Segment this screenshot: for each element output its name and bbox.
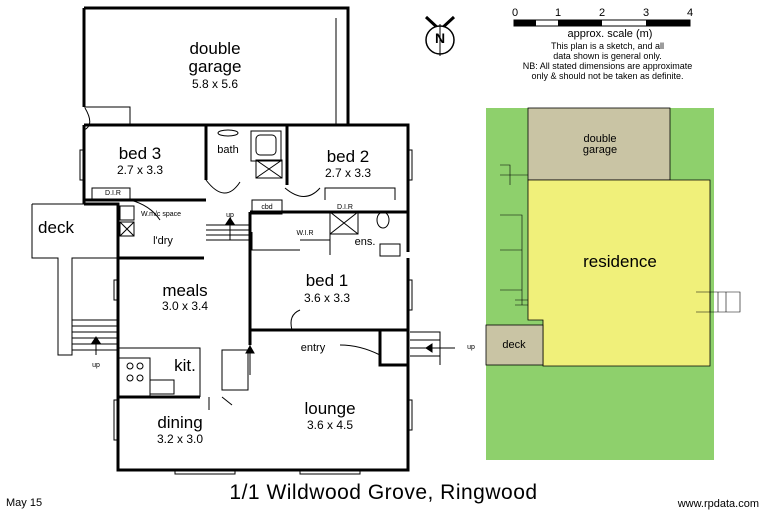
site-garage-line2: garage [582, 144, 618, 156]
room-garage-line2: garage [188, 57, 242, 76]
room-deck-name: deck [38, 218, 74, 237]
room-kit-name: kit. [174, 356, 196, 375]
footer-website: www.rpdata.com [677, 498, 759, 510]
room-entry-name: entry [300, 342, 326, 354]
site-garage-line1: double [583, 133, 617, 145]
property-address-title: 1/1 Wildwood Grove, Ringwood [229, 481, 538, 504]
room-ens-name: ens. [354, 236, 376, 248]
scale-label: approx. scale (m) [567, 28, 653, 40]
room-lounge-dims: 3.6 x 4.5 [306, 418, 354, 432]
scale-tick-0: 0 [511, 7, 519, 19]
site-deck-label: deck [502, 339, 526, 351]
scale-tick-4: 4 [686, 7, 694, 19]
site-deck-block [485, 324, 544, 366]
compass-north-letter: N [434, 30, 446, 46]
note-line: data shown is general only. [553, 51, 662, 61]
note-line: only & should not be taken as definite. [531, 71, 684, 81]
note-line: This plan is a sketch, and all [550, 41, 665, 51]
room-dir1-name: D.I.R [105, 190, 121, 197]
room-bed2-dims: 2.7 x 3.3 [324, 166, 372, 180]
room-dining-name: dining [157, 413, 203, 432]
room-dir2-name: D.I.R [337, 204, 353, 211]
site-residence-label: residence [583, 252, 657, 271]
scale-tick-3: 3 [642, 7, 650, 19]
room-meals-name: meals [162, 281, 208, 300]
footer-date: May 15 [6, 497, 43, 509]
room-ldry-name: l'dry [153, 235, 173, 247]
arrow-up-label: up [226, 212, 234, 219]
room-meals-dims: 3.0 x 3.4 [161, 299, 209, 313]
room-garage-dims: 5.8 x 5.6 [191, 77, 239, 91]
room-wm-name: W.m/c space [140, 211, 182, 218]
room-bed3-name: bed 3 [118, 144, 162, 163]
room-bed2-name: bed 2 [326, 147, 370, 166]
room-bed1-name: bed 1 [305, 271, 349, 290]
room-bed1-dims: 3.6 x 3.3 [303, 291, 351, 305]
scale-tick-2: 2 [598, 7, 606, 19]
site-residence-block [527, 179, 711, 367]
room-bed3-dims: 2.7 x 3.3 [116, 163, 164, 177]
arrow-up-label: up [92, 362, 100, 369]
room-cbd-name: cbd [261, 204, 273, 211]
room-wir-name: W.I.R [296, 230, 314, 237]
room-garage-line1: double [189, 39, 241, 58]
room-dining-dims: 3.2 x 3.0 [156, 432, 204, 446]
note-line: NB: All stated dimensions are approximat… [522, 61, 693, 71]
room-bath-name: bath [217, 144, 239, 156]
scale-tick-1: 1 [554, 7, 562, 19]
disclaimer-notes: This plan is a sketch, and all data show… [500, 41, 715, 81]
room-lounge-name: lounge [304, 399, 356, 418]
arrow-up-label: up [467, 344, 475, 351]
